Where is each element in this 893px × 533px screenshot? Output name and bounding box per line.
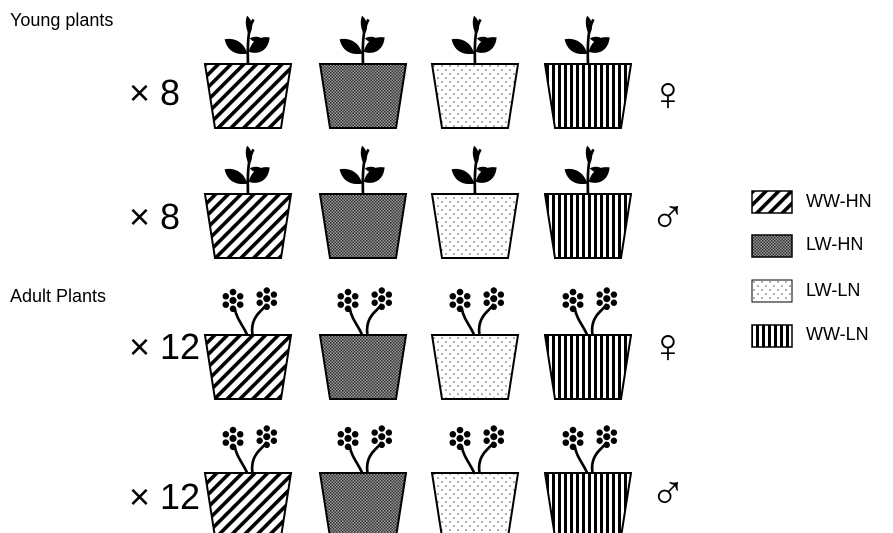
legend-swatch-ww-hn [752, 191, 792, 213]
pot-lw-ln [432, 287, 518, 399]
pot-lw-hn [320, 146, 406, 258]
pot-ww-ln [545, 16, 631, 128]
pot-ww-ln [545, 425, 631, 533]
flowering-plant-icon [223, 287, 278, 335]
flowering-plant-icon [450, 287, 505, 335]
pot-lw-hn [320, 425, 406, 533]
pot-lw-ln [432, 146, 518, 258]
legend-label-ww-ln: WW-LN [806, 324, 869, 345]
pot-lw-hn [320, 287, 406, 399]
count-label: × 12 [129, 326, 200, 368]
pot-ww-hn [205, 16, 291, 128]
section-title-adult: Adult Plants [10, 286, 106, 307]
legend [752, 191, 792, 347]
legend-swatch-ww-ln [752, 325, 792, 347]
pot-body [432, 64, 518, 128]
pot-body [432, 194, 518, 258]
pot-lw-ln [432, 425, 518, 533]
flowering-plant-icon [338, 425, 393, 473]
legend-label-ww-hn: WW-HN [806, 191, 872, 212]
seedling-icon [225, 146, 270, 198]
pot-lw-hn [320, 16, 406, 128]
female-symbol-icon: ♀ [650, 67, 686, 122]
count-label: × 12 [129, 476, 200, 518]
male-symbol-icon: ♂ [650, 466, 686, 521]
legend-label-lw-ln: LW-LN [806, 280, 860, 301]
pot-body [545, 64, 631, 128]
seedling-icon [340, 16, 385, 68]
pot-ww-ln [545, 146, 631, 258]
pot-body [205, 64, 291, 128]
legend-swatch-lw-ln [752, 280, 792, 302]
seedling-icon [452, 146, 497, 198]
pot-body [320, 473, 406, 533]
flowering-plant-icon [338, 287, 393, 335]
female-symbol-icon: ♀ [650, 319, 686, 374]
seedling-icon [225, 16, 270, 68]
male-symbol-icon: ♂ [650, 190, 686, 245]
pot-body [320, 194, 406, 258]
count-label: × 8 [129, 72, 180, 114]
flowering-plant-icon [563, 287, 618, 335]
seedling-icon [340, 146, 385, 198]
pot-body [320, 335, 406, 399]
flowering-plant-icon [563, 425, 618, 473]
flowering-plant-icon [450, 425, 505, 473]
pot-ww-hn [205, 146, 291, 258]
pot-body [545, 473, 631, 533]
pot-body [545, 335, 631, 399]
seedling-icon [452, 16, 497, 68]
legend-swatch-lw-hn [752, 235, 792, 257]
legend-label-lw-hn: LW-HN [806, 234, 863, 255]
pot-body [545, 194, 631, 258]
pot-body [205, 335, 291, 399]
seedling-icon [565, 16, 610, 68]
pot-body [205, 473, 291, 533]
seedling-icon [565, 146, 610, 198]
flowering-plant-icon [223, 425, 278, 473]
pot-ww-hn [205, 425, 291, 533]
pot-body [205, 194, 291, 258]
pot-body [320, 64, 406, 128]
count-label: × 8 [129, 196, 180, 238]
pot-body [432, 473, 518, 533]
section-title-young: Young plants [10, 10, 113, 31]
pot-lw-ln [432, 16, 518, 128]
pot-ww-hn [205, 287, 291, 399]
pot-body [432, 335, 518, 399]
pot-ww-ln [545, 287, 631, 399]
